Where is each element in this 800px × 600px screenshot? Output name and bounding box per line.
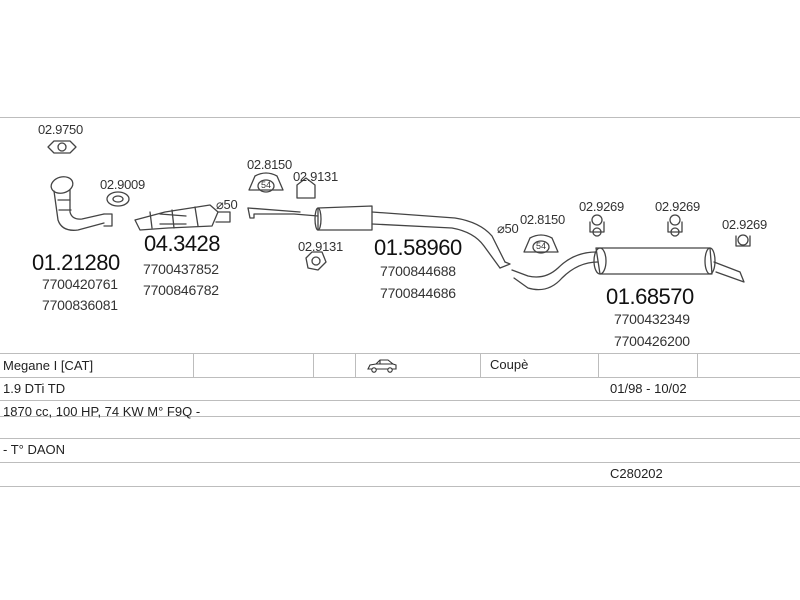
- ring-icon-2: [305, 251, 327, 271]
- part-ref-label: 02.9131: [293, 169, 338, 184]
- part-ref-label: 02.9269: [722, 217, 767, 232]
- clamp-size-label: 54: [536, 241, 547, 251]
- gasket-icon-2: [106, 191, 130, 207]
- ring-icon: [296, 177, 316, 199]
- oe-number: 7700846782: [143, 282, 219, 298]
- part-ref-label: 02.9269: [655, 199, 700, 214]
- production-dates: 01/98 - 10/02: [610, 381, 687, 396]
- part-number: 01.21280: [32, 250, 120, 275]
- part-ref-label: 02.9131: [298, 239, 343, 254]
- oe-number: 7700844688: [380, 263, 456, 279]
- exhaust-drawing: [47, 140, 751, 291]
- hanger-icon-3: [735, 234, 751, 247]
- part-ref-label: 02.8150: [520, 212, 565, 227]
- part-ref-label: 02.9269: [579, 199, 624, 214]
- body-type: Coupè: [490, 357, 529, 372]
- part-number: 01.68570: [606, 284, 694, 309]
- note-text: - T° DAON: [3, 442, 66, 457]
- oe-number: 7700432349: [614, 311, 690, 327]
- model-name: Megane I [CAT]: [3, 358, 94, 373]
- hanger-icon-2: [667, 214, 683, 237]
- part-number: 04.3428: [144, 231, 221, 256]
- diagram-top-border: [0, 117, 800, 118]
- clamp-icon-2: [523, 234, 559, 254]
- part-ref-label: 02.8150: [247, 157, 292, 172]
- engine-specs: 1870 cc, 100 HP, 74 KW M° F9Q -: [3, 404, 201, 419]
- engine-type: 1.9 DTi TD: [3, 381, 66, 396]
- hanger-icon: [589, 214, 605, 237]
- diameter-label: ⌀50: [497, 221, 519, 236]
- front-pipe-drawing: [50, 176, 113, 231]
- oe-number: 7700437852: [143, 261, 219, 277]
- part-number: 01.58960: [374, 235, 462, 260]
- oe-number: 7700844686: [380, 285, 456, 301]
- rear-silencer-drawing: [511, 247, 745, 291]
- diameter-label: ⌀50: [216, 197, 238, 212]
- catalog-code: C280202: [610, 466, 663, 481]
- clamp-icon: [248, 172, 284, 193]
- oe-number: 7700420761: [42, 276, 118, 292]
- clamp-size-label: 54: [261, 180, 272, 190]
- car-icon: [366, 359, 398, 378]
- oe-number: 7700426200: [614, 333, 690, 349]
- part-ref-label: 02.9750: [38, 122, 83, 137]
- oe-number: 7700836081: [42, 297, 118, 313]
- middle-silencer-drawing: [247, 205, 511, 269]
- gasket-icon: [47, 140, 77, 154]
- part-ref-label: 02.9009: [100, 177, 145, 192]
- catalytic-converter-drawing: [134, 204, 231, 231]
